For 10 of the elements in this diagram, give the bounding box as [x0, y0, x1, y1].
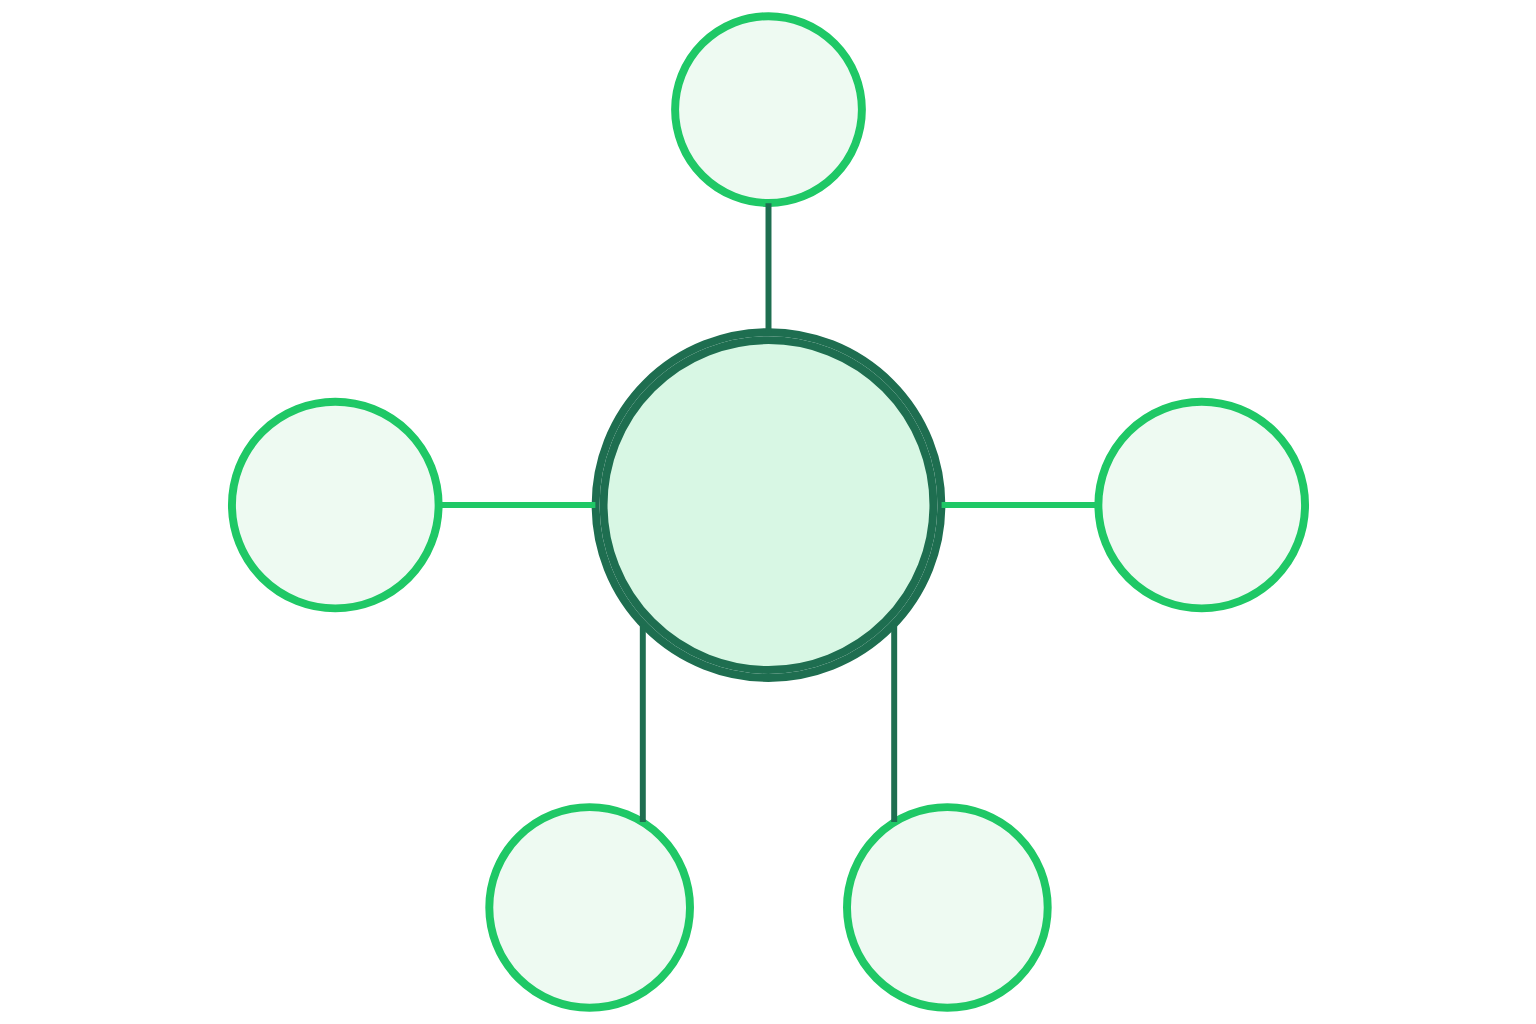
- node-circle: [670, 12, 866, 207]
- connector: [941, 502, 1098, 509]
- connector: [890, 624, 897, 822]
- connector: [765, 203, 771, 332]
- node-circle: [1093, 397, 1309, 613]
- node-circle: [842, 803, 1052, 1012]
- connector: [639, 624, 646, 822]
- node-circle: [484, 803, 694, 1012]
- node-circle: [227, 397, 443, 613]
- node-circle: [591, 328, 945, 682]
